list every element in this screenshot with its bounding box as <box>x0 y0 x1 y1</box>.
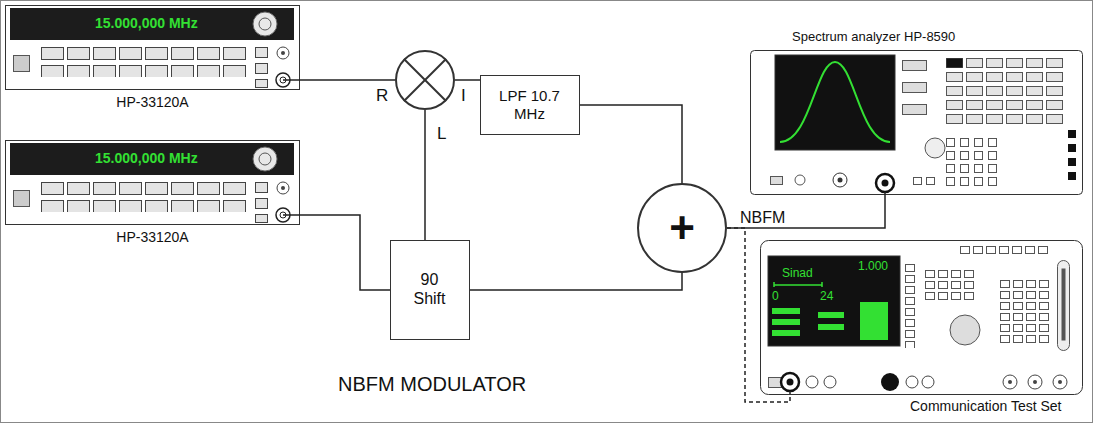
filter-box: LPF 10.7 MHz <box>480 75 580 135</box>
instrument-label: Communication Test Set <box>910 398 1061 414</box>
spectrum-analyzer-part <box>780 62 890 142</box>
scale-number: 0 <box>772 290 779 304</box>
communication-test-set-part <box>925 270 977 303</box>
phase-shifter-box: 90 Shift <box>390 240 470 340</box>
instrument-label: Spectrum analyzer HP-8590 <box>792 30 955 45</box>
communication-test-set-part <box>818 312 844 318</box>
communication-test-set-part <box>806 376 818 388</box>
diagram-caption: NBFM MODULATOR <box>338 373 526 396</box>
communication-test-set-part <box>768 256 900 346</box>
communication-test-set-part <box>960 246 1051 257</box>
communication-test-set-part <box>950 315 980 345</box>
spectrum-analyzer-part <box>838 178 843 183</box>
signal-generator: 15.000,000 MHzHP-33120A <box>5 5 300 110</box>
communication-test-set-part <box>881 373 899 391</box>
signal-wire <box>424 110 426 240</box>
spectrum-analyzer: Spectrum analyzer HP-8590 <box>750 28 1083 195</box>
frequency-readout: 15.000,000 MHz <box>95 150 198 166</box>
communication-test-set-part <box>1033 380 1037 384</box>
sum-symbol: + <box>669 203 695 254</box>
communication-test-set-part <box>818 324 844 330</box>
filter-label: LPF 10.7 MHz <box>492 87 568 122</box>
spectrum-analyzer-part <box>1068 144 1076 152</box>
communication-test-set-part <box>781 373 799 391</box>
communication-test-set-part <box>906 376 918 388</box>
spectrum-analyzer-part <box>771 177 783 185</box>
communication-test-set: Sinad 1.000 0 24Communication Test Set <box>760 240 1083 415</box>
spectrum-analyzer-part <box>903 83 927 93</box>
communication-test-set-part-part <box>1000 280 1052 346</box>
spectrum-analyzer-part <box>775 55 895 150</box>
screen-text: Sinad <box>782 267 813 281</box>
shifter-label: 90 Shift <box>403 271 457 308</box>
spectrum-analyzer-part <box>914 178 922 185</box>
communication-test-set-part <box>1053 375 1067 389</box>
signal-wire <box>727 192 885 228</box>
communication-test-set-part <box>1008 380 1012 384</box>
communication-test-set <box>761 241 1083 395</box>
signal-generator <box>6 6 300 90</box>
port-label: L <box>437 124 446 144</box>
signal-wire <box>580 105 682 183</box>
spectrum-analyzer-part <box>751 51 1083 195</box>
communication-test-set-part <box>1028 375 1042 389</box>
communication-test-set-part <box>905 264 918 348</box>
communication-test-set-part <box>1062 269 1066 341</box>
port-label: I <box>461 86 466 106</box>
communication-test-set-part <box>1000 280 1052 346</box>
signal-wire <box>283 215 390 290</box>
spectrum-analyzer-part <box>1068 172 1076 180</box>
signal-wire <box>470 273 682 290</box>
scale-number: 24 <box>820 290 833 304</box>
screen-value: 1.000 <box>858 260 888 274</box>
mixer-symbol-part <box>404 59 446 101</box>
spectrum-analyzer-part <box>1068 130 1076 138</box>
signal-wire <box>455 79 480 81</box>
spectrum-analyzer-part <box>947 59 963 68</box>
summer-circle: + <box>637 183 727 273</box>
spectrum-analyzer-part <box>903 105 927 115</box>
spectrum-analyzer-part <box>876 174 894 192</box>
spectrum-analyzer-part <box>882 180 889 187</box>
spectrum-analyzer-part <box>946 138 1002 190</box>
communication-test-set-part <box>824 376 836 388</box>
communication-test-set-part <box>1058 261 1070 351</box>
spectrum-analyzer-part <box>946 58 1066 128</box>
spectrum-analyzer-part <box>1068 158 1076 166</box>
mixer-symbol-part <box>404 59 446 101</box>
signal-generator <box>6 141 300 225</box>
communication-test-set-part <box>774 282 822 287</box>
instrument-label: HP-33120A <box>116 229 188 245</box>
communication-test-set-part <box>772 319 800 325</box>
communication-test-set-part <box>922 376 934 388</box>
test-cable <box>727 228 790 402</box>
signal-wire <box>283 79 395 81</box>
mixer: RIL <box>395 50 455 110</box>
communication-test-set-part <box>1003 375 1017 389</box>
communication-test-set-part <box>772 330 800 336</box>
communication-test-set-part <box>761 241 1083 395</box>
communication-test-set-part <box>787 379 794 386</box>
spectrum-analyzer <box>751 51 1083 195</box>
communication-test-set-part <box>772 308 800 314</box>
mixer-symbol <box>404 59 446 101</box>
spectrum-analyzer-part <box>927 178 935 185</box>
instrument-label: HP-33120A <box>116 94 188 110</box>
communication-test-set-part <box>1058 380 1062 384</box>
signal-name: NBFM <box>740 209 785 227</box>
communication-test-set-part <box>860 302 888 340</box>
spectrum-analyzer-part <box>833 173 847 187</box>
signal-generator: 15.000,000 MHzHP-33120A <box>5 140 300 245</box>
spectrum-analyzer-part <box>903 61 927 71</box>
communication-test-set-part-part <box>905 264 918 348</box>
port-label: R <box>376 86 388 106</box>
communication-test-set-part-part <box>925 270 977 303</box>
communication-test-set-part-part <box>960 246 1051 257</box>
spectrum-analyzer-part <box>925 138 945 158</box>
spectrum-analyzer-part <box>795 175 805 185</box>
frequency-readout: 15.000,000 MHz <box>95 15 198 31</box>
